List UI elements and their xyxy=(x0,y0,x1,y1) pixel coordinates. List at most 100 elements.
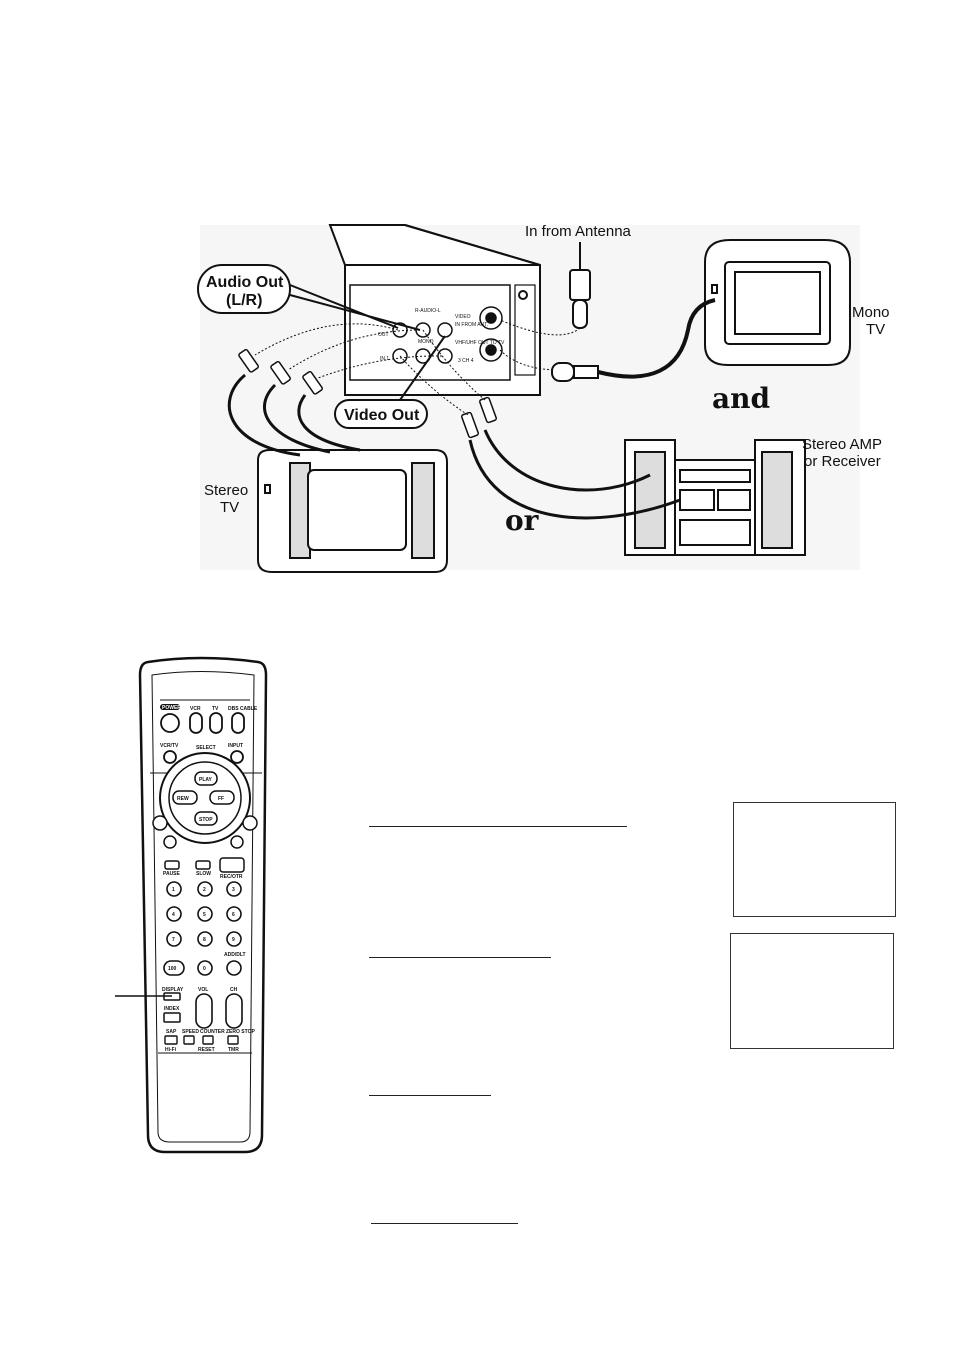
slow-label: SLOW xyxy=(196,871,211,877)
remote-control-svg: POWER VCR TV DBS CABLE VCR/TV SELECT INP… xyxy=(115,656,268,1154)
cable-mode-label: DBS CABLE xyxy=(228,706,258,712)
stereo-tv-label-1: Stereo xyxy=(204,482,248,499)
rf-plug xyxy=(551,362,599,382)
ch-label: CH xyxy=(230,987,238,993)
num-100-label: 100 xyxy=(168,966,177,972)
ff-label: FF xyxy=(218,796,224,802)
stereo-tv-label-2: TV xyxy=(220,499,239,516)
cable-mode-button[interactable] xyxy=(231,712,245,734)
speed-label: SPEED xyxy=(182,1029,199,1035)
num-6-button[interactable] xyxy=(226,906,242,922)
stereo-amp-label-2: or Receiver xyxy=(804,453,881,470)
num-5-label: 5 xyxy=(203,912,206,918)
remote-top-row: POWER VCR TV DBS CABLE xyxy=(160,704,258,734)
stereo-amp xyxy=(624,439,806,556)
vol-label: VOL xyxy=(198,987,208,993)
display-box-2 xyxy=(730,933,894,1049)
rew-label: REW xyxy=(177,796,189,802)
and-label: and xyxy=(712,382,770,415)
num-2-label: 2 xyxy=(203,887,206,893)
zero-stop-button[interactable] xyxy=(227,1035,239,1045)
vcr-out-to-tv-label: VHF/UHF OUT TO TV xyxy=(455,340,505,346)
num-0-label: 0 xyxy=(203,966,206,972)
section-rule-1 xyxy=(369,826,627,827)
vcr-audio-label: R-AUDIO-L xyxy=(415,308,441,314)
vcr-in-from-ant-label: IN FROM ANT. xyxy=(455,322,488,328)
power-label: POWER xyxy=(162,705,181,711)
reset-label: RESET xyxy=(198,1047,215,1053)
remote-control: POWER VCR TV DBS CABLE VCR/TV SELECT INP… xyxy=(0,640,300,1170)
vcr-in1-label: IN 1 xyxy=(380,356,389,362)
tmr-label: TMR xyxy=(228,1047,239,1053)
add-dlt-button[interactable] xyxy=(226,960,242,976)
num-9-label: 9 xyxy=(232,937,235,943)
section-rule-2 xyxy=(369,957,551,958)
tv-mode-button[interactable] xyxy=(209,712,223,734)
vcr-mono-label: MONO xyxy=(418,339,434,345)
rec-otr-label: REC/OTR xyxy=(220,874,243,880)
num-8-button[interactable] xyxy=(197,931,213,947)
lower-right-button[interactable] xyxy=(230,835,244,849)
stereo-tv xyxy=(257,449,448,573)
num-3-button[interactable] xyxy=(226,881,242,897)
vcr-ch34-label: 3 CH 4 xyxy=(458,358,474,364)
volume-rocker[interactable] xyxy=(195,993,213,1029)
display-label: DISPLAY xyxy=(162,987,184,993)
connection-diagram-svg: R-AUDIO-L VIDEO IN FROM ANT. VHF/UHF OUT… xyxy=(197,223,890,573)
connection-diagram: R-AUDIO-L VIDEO IN FROM ANT. VHF/UHF OUT… xyxy=(0,0,955,600)
vcr-mode-label: VCR xyxy=(190,706,201,712)
audio-out-label-1: Audio Out xyxy=(206,274,284,291)
vcr-to-amp-dashed xyxy=(399,329,486,416)
index-button[interactable] xyxy=(163,1012,181,1023)
input-button[interactable] xyxy=(230,750,244,764)
video-out-label: Video Out xyxy=(344,407,420,424)
fast-forward-button[interactable] xyxy=(209,790,235,805)
num-5-button[interactable] xyxy=(197,906,213,922)
lower-left-button[interactable] xyxy=(163,835,177,849)
left-side-button[interactable] xyxy=(152,815,168,831)
num-0-button[interactable] xyxy=(197,960,213,976)
mono-tv-label-1: Mono xyxy=(852,304,890,321)
display-box-1 xyxy=(733,802,896,917)
num-7-button[interactable] xyxy=(166,931,182,947)
pause-button[interactable] xyxy=(164,860,180,870)
stop-button[interactable] xyxy=(194,811,218,826)
video-out-callout xyxy=(334,335,446,429)
section-rule-3 xyxy=(369,1095,491,1096)
stereo-amp-label-1: Stereo AMP xyxy=(802,436,882,453)
num-7-label: 7 xyxy=(172,937,175,943)
amp-rca-plugs xyxy=(461,396,497,439)
slow-button[interactable] xyxy=(195,860,211,870)
num-100-button[interactable] xyxy=(163,960,185,976)
num-2-button[interactable] xyxy=(197,881,213,897)
mono-tv xyxy=(704,239,851,366)
vcr-jacks xyxy=(392,306,503,364)
right-side-button[interactable] xyxy=(242,815,258,831)
number-pad: 1 2 3 4 5 6 7 8 9 100 0 ADD/DLT xyxy=(163,881,246,976)
sap-label: SAP xyxy=(166,1029,177,1035)
vcr-tv-button[interactable] xyxy=(163,750,177,764)
rec-otr-button[interactable] xyxy=(219,857,245,873)
amp-cables xyxy=(468,429,681,520)
stereo-tv-cables xyxy=(227,373,361,457)
rewind-button[interactable] xyxy=(172,790,198,805)
audio-out-callout xyxy=(197,264,421,331)
tv-mode-label: TV xyxy=(212,706,219,712)
select-up-label: SELECT xyxy=(196,745,216,751)
channel-rocker[interactable] xyxy=(225,993,243,1029)
speed-button[interactable] xyxy=(183,1035,195,1045)
num-1-button[interactable] xyxy=(166,881,182,897)
power-label-bg xyxy=(160,704,180,710)
input-label: INPUT xyxy=(228,743,243,749)
power-button[interactable] xyxy=(160,713,180,733)
vcr-mode-button[interactable] xyxy=(189,712,203,734)
stop-label: STOP xyxy=(199,817,213,823)
num-4-button[interactable] xyxy=(166,906,182,922)
num-3-label: 3 xyxy=(232,887,235,893)
sap-button[interactable] xyxy=(164,1035,178,1045)
vcr-out-label: OUT xyxy=(378,332,389,338)
play-button[interactable] xyxy=(194,771,218,786)
counter-reset-button[interactable] xyxy=(202,1035,214,1045)
add-dlt-label: ADD/DLT xyxy=(224,952,246,958)
num-9-button[interactable] xyxy=(226,931,242,947)
